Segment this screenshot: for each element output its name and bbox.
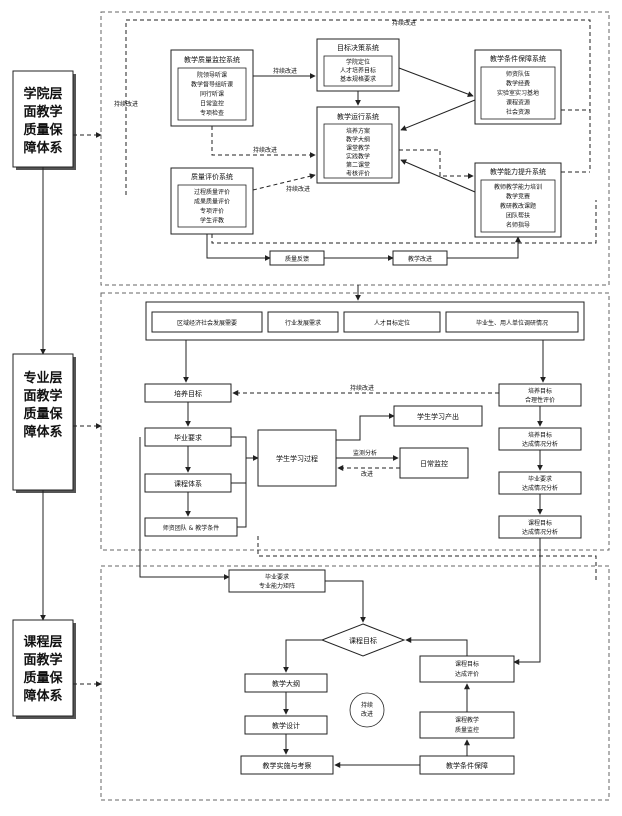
major-continuous-label: 持续改进: [350, 384, 374, 392]
goal-achieve-label: 培养目标达成情况分析: [522, 431, 558, 448]
eval-to-run-label: 持续改进: [286, 185, 310, 193]
continuous-circle: [349, 692, 385, 728]
cond-guarantee-label: 教学条件保障: [446, 761, 488, 770]
monitor-to-run-label: 持续改进: [253, 146, 277, 154]
continuous-circle-label: 持续改进: [361, 701, 373, 718]
quality-monitor-label: 课程教学质量监控: [455, 716, 479, 734]
run-system-item: 第二课堂: [346, 161, 370, 169]
ability-system-item: 教研教改课题: [500, 202, 536, 210]
major-input-box: [267, 311, 339, 333]
improve-label: 教学改进: [408, 255, 432, 263]
course-level-box: [12, 619, 74, 717]
major-input-box: [151, 311, 263, 333]
grad-achieve-label: 毕业要求达成情况分析: [522, 475, 558, 492]
goal-system-item: 人才培养目标: [340, 67, 376, 75]
monitor-system-title: 教学质量监控系统: [184, 55, 240, 64]
condition-system-item: 教学经费: [506, 80, 530, 88]
course-goal-label: 课程目标: [349, 636, 377, 645]
goal-system-item: 基本规格要求: [340, 75, 376, 83]
eval-system-item: 专项评价: [200, 207, 224, 215]
eval-system-title: 质量评价系统: [191, 172, 233, 181]
ability-system-title: 教学能力提升系统: [490, 167, 546, 176]
monitor-system-item: 同行听课: [200, 90, 224, 98]
implement-box: [240, 755, 334, 775]
condition-system-item: 社会资源: [506, 108, 530, 116]
syllabus-label: 教学大纲: [272, 679, 300, 688]
matrix-label: 毕业要求专业能力矩阵: [259, 573, 295, 590]
course-level-label: 课程层面教学质量保障体系: [23, 635, 63, 704]
ability-system-item: 名师指导: [506, 221, 530, 229]
ability-system-item: 教学竞赛: [506, 193, 530, 201]
goal-eval-box: [419, 655, 515, 683]
teacher-cond-label: 师资团队 & 教学条件: [163, 524, 220, 532]
college-continuous-top: 持续改进: [392, 19, 416, 27]
implement-label: 教学实施与考察: [263, 761, 312, 770]
major-input-label: 毕业生、用人单位调研情况: [476, 319, 548, 327]
run-system-item: 课堂教学: [346, 144, 370, 152]
run-system-item: 考核评价: [346, 170, 370, 178]
goal-eval-label: 课程目标达成评价: [455, 660, 479, 678]
improve-label-major: 改进: [361, 470, 373, 478]
monitor-analysis-label: 监测分析: [353, 449, 377, 457]
condition-system-title: 教学条件保障系统: [490, 54, 546, 63]
condition-system-item: 课程资源: [506, 99, 530, 107]
quality-monitor-box: [419, 711, 515, 739]
run-system-item: 实践教学: [346, 153, 370, 161]
major-panel: [100, 292, 610, 551]
college-continuous-left: 持续改进: [114, 100, 138, 108]
major-input-box: [343, 311, 441, 333]
svg-text:学院层面教学质量保障体系: 学院层面教学质量保障体系: [23, 86, 63, 156]
course-panel: [100, 565, 610, 801]
monitor-system-item: 专项检查: [200, 109, 224, 117]
daily-monitor-box: [399, 447, 469, 479]
learn-output-label: 学生学习产出: [417, 412, 459, 421]
grad-req-label: 毕业要求: [174, 433, 202, 442]
monitor-system-item: 日常监控: [200, 100, 224, 108]
monitor-system-item: 教学督导组听课: [191, 81, 233, 89]
goal-rationality-label: 培养目标合理性评价: [525, 387, 555, 404]
learn-proc-box: [257, 429, 337, 487]
condition-system-item: 实验室实习基地: [497, 89, 539, 97]
run-system-item: 教学大纲: [346, 136, 370, 144]
college-outer-loop: [125, 19, 591, 195]
goal-system-item: 学院定位: [346, 58, 370, 66]
monitor-system-item: 院领导听课: [197, 71, 227, 79]
eval-system-item: 成果质量评价: [194, 198, 230, 206]
college-panel: [100, 11, 610, 286]
daily-monitor-label: 日常监控: [420, 459, 448, 468]
major-level-label: 专业层面教学质量保障体系: [23, 370, 63, 440]
major-input-label: 区域经济社会发展需要: [177, 319, 237, 327]
learn-output-box: [393, 405, 483, 427]
ability-system-item: 团队帮扶: [506, 212, 530, 220]
course-sys-label: 课程体系: [174, 479, 202, 488]
ability-system-item: 教师教学能力培训: [494, 183, 542, 191]
run-system-title: 教学运行系统: [337, 112, 379, 121]
learn-proc-label: 学生学习过程: [276, 454, 318, 463]
major-input-label: 行业发展需求: [285, 319, 321, 327]
course-goal-diamond: [320, 623, 406, 657]
course-goal-achieve-label: 课程目标达成情况分析: [522, 519, 558, 536]
train-goal-label: 培养目标: [174, 389, 202, 398]
major-level-box: [12, 353, 74, 491]
eval-system-item: 学生评教: [200, 217, 224, 225]
condition-system-item: 师资队伍: [506, 70, 530, 78]
design-label: 教学设计: [272, 721, 300, 730]
college-level-box: [12, 70, 74, 168]
major-input-box: [445, 311, 579, 333]
feedback-label: 质量反馈: [285, 255, 309, 263]
eval-system-item: 过程质量评价: [194, 188, 230, 196]
goal-system-title: 目标决策系统: [337, 43, 379, 52]
monitor-to-goal-label: 持续改进: [273, 67, 297, 75]
major-inputs: 区域经济社会发展需要 行业发展需求 人才目标定位 毕业生、用人单位调研情况: [151, 311, 579, 333]
major-input-label: 人才目标定位: [374, 319, 410, 327]
run-system-item: 培养方案: [346, 127, 370, 135]
